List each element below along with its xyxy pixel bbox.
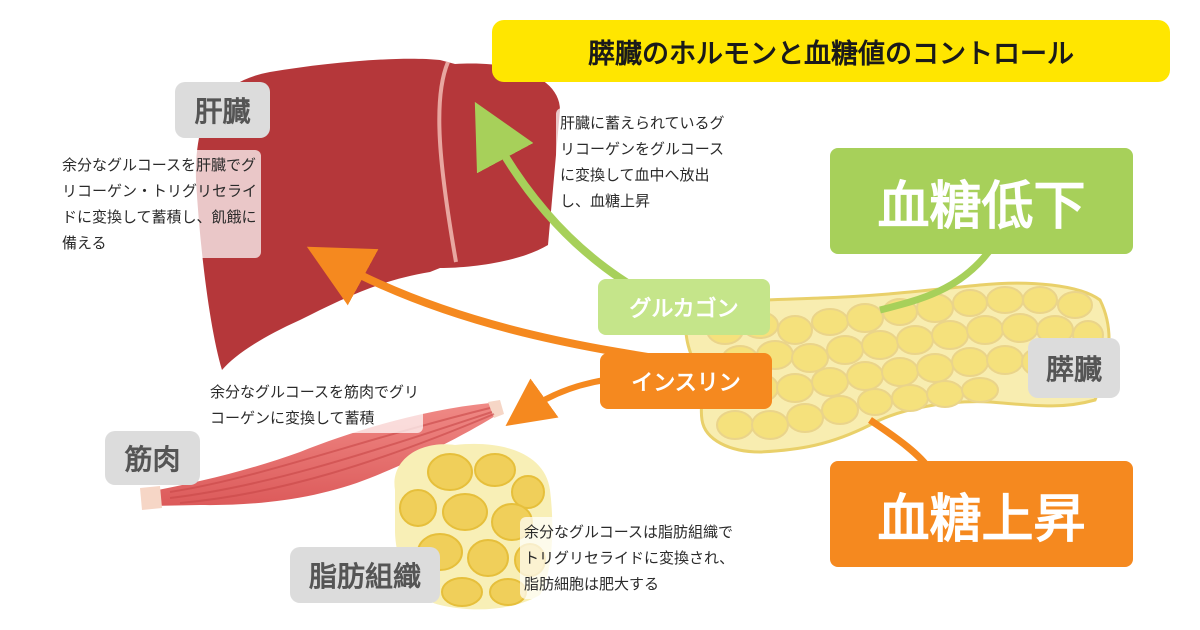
muscle-storage-note: 余分なグルコースを筋肉でグリ コーゲンに変換して蓄積 (206, 377, 423, 433)
page-title: 膵臓のホルモンと血糖値のコントロール (492, 20, 1170, 82)
liver-label: 肝臓 (175, 82, 270, 138)
pancreas-label: 膵臓 (1028, 338, 1120, 398)
liver-storage-note: 余分なグルコースを肝臓でグ リコーゲン・トリグリセライ ドに変換して蓄積し、飢餓… (58, 150, 262, 258)
liver-release-note: 肝臓に蓄えられているグ リコーゲンをグルコース に変換して血中へ放出 し、血糖上… (556, 108, 729, 216)
blood-sugar-down-connector (879, 247, 993, 314)
glucagon-label: グルカゴン (598, 279, 770, 335)
insulin-label: インスリン (600, 353, 772, 409)
liver-illustration (195, 58, 560, 371)
fat-tissue-label: 脂肪組織 (290, 547, 440, 603)
muscle-label: 筋肉 (105, 431, 200, 485)
blood-sugar-down-label: 血糖低下 (830, 148, 1133, 254)
fat-storage-note: 余分なグルコースは脂肪組織で トリグリセライドに変換され、 脂肪細胞は肥大する (520, 517, 739, 599)
blood-sugar-up-label: 血糖上昇 (830, 461, 1133, 567)
liver-lobe-line (437, 61, 458, 263)
